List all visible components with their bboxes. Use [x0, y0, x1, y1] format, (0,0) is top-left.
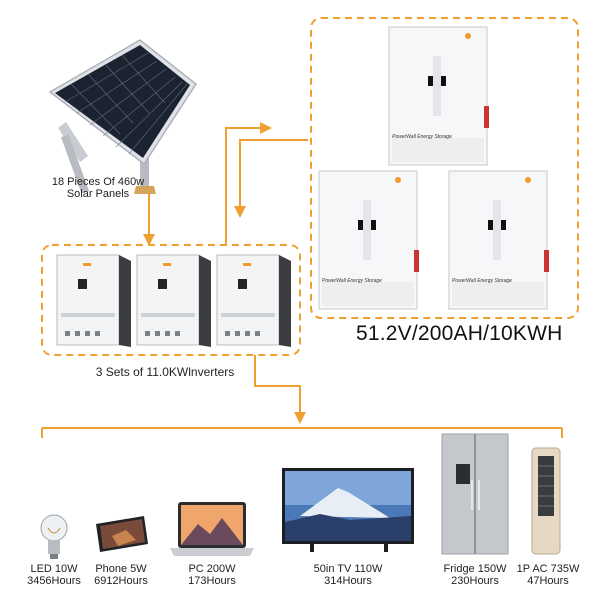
battery-unit-3-text: PowerWall Energy Storage	[452, 278, 512, 284]
inverter-label: 3 Sets of 11.0KWlnverters	[95, 365, 235, 379]
battery-spec-label: 51.2V/200AH/10KWH	[356, 322, 563, 345]
appliance-ac: 1P AC 735W 47Hours	[506, 563, 590, 587]
ac-icon	[531, 447, 561, 555]
tv-icon	[282, 468, 414, 552]
appliance-led-hours: 3456Hours	[27, 575, 81, 587]
appliance-pc-name: PC 200W	[188, 563, 236, 575]
appliance-led-name: LED 10W	[30, 563, 78, 575]
appliance-ac-hours: 47Hours	[527, 575, 569, 587]
bulb-icon	[40, 514, 68, 559]
battery-cabinet-icon	[318, 170, 419, 310]
appliance-led: LED 10W 3456Hours	[14, 563, 94, 587]
appliance-phone-name: Phone 5W	[95, 563, 147, 575]
appliance-tv-hours: 314Hours	[324, 575, 372, 587]
laptop-icon	[170, 502, 254, 556]
appliance-tv: 50in TV 110W 314Hours	[298, 563, 398, 587]
solar-panel-icon	[48, 39, 198, 194]
appliance-tv-name: 50in TV 110W	[313, 563, 383, 575]
appliance-phone-hours: 6912Hours	[94, 575, 148, 587]
battery-unit-1-text: PowerWall Energy Storage	[392, 134, 452, 140]
solar-label-line2: Solar Panels	[66, 188, 130, 200]
battery-cabinet-icon	[388, 26, 489, 166]
inverter-2	[136, 254, 211, 347]
battery-unit-2: PowerWall Energy Storage	[318, 170, 420, 312]
appliance-fridge-hours: 230Hours	[451, 575, 499, 587]
battery-group-frame	[310, 17, 579, 319]
appliance-phone: Phone 5W 6912Hours	[80, 563, 162, 587]
appliance-pc: PC 200W 173Hours	[170, 563, 254, 587]
solar-label: 18 Pieces Of 460w Solar Panels	[8, 176, 188, 200]
battery-unit-1: PowerWall Energy Storage	[388, 26, 490, 168]
inverter-to-battery-line	[225, 122, 272, 245]
battery-unit-3: PowerWall Energy Storage	[448, 170, 550, 312]
phone-icon	[96, 516, 148, 552]
solar-label-line1: 18 Pieces Of 460w	[51, 176, 145, 188]
battery-cabinet-icon	[448, 170, 549, 310]
appliance-pc-hours: 173Hours	[188, 575, 236, 587]
battery-unit-2-text: PowerWall Energy Storage	[322, 278, 382, 284]
inverter-to-load-line	[254, 355, 306, 424]
fridge-icon	[441, 433, 509, 555]
inverter-1	[56, 254, 131, 347]
inverter-3	[216, 254, 291, 347]
battery-to-inverter-line	[234, 139, 308, 218]
appliance-ac-name: 1P AC 735W	[516, 563, 580, 575]
appliance-fridge-name: Fridge 150W	[443, 563, 507, 575]
appliance-fridge: Fridge 150W 230Hours	[428, 563, 522, 587]
